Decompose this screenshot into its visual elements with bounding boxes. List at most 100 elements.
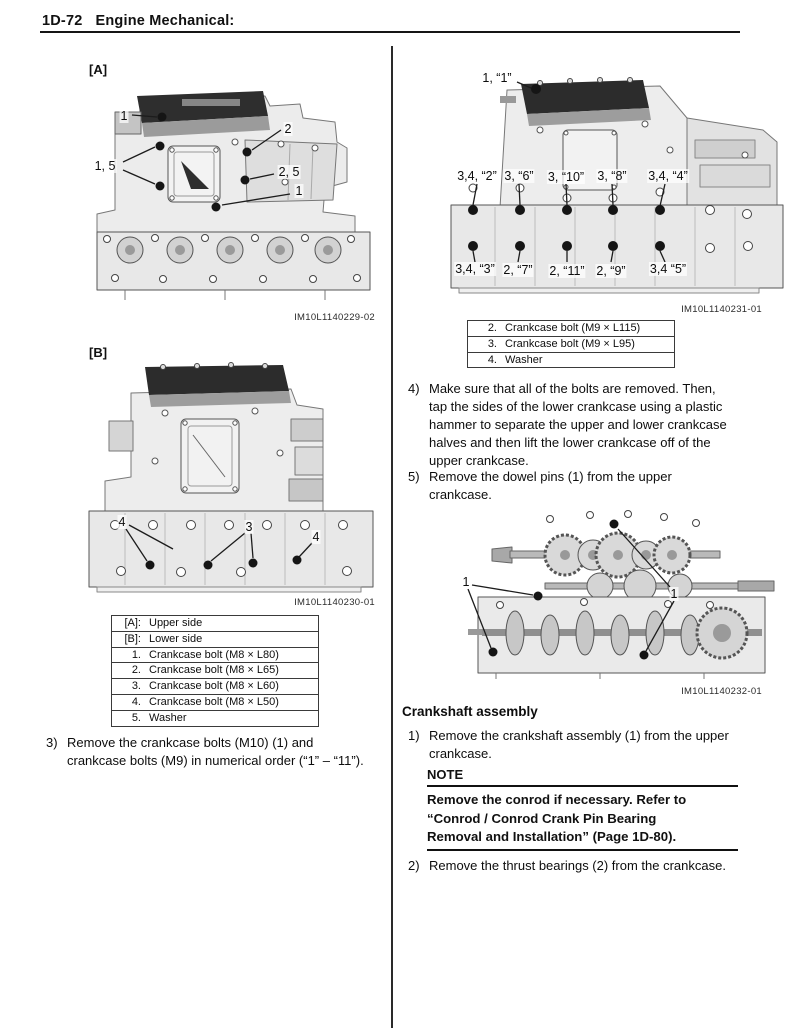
legend-key: [B]: [124, 632, 141, 645]
legend-key: 4. [131, 695, 141, 708]
legend-key: 4. [487, 353, 497, 366]
step-line: Make sure that all of the bolts are remo… [429, 381, 716, 396]
callout-label: 1, “1” [481, 71, 513, 85]
figure-a-tag: [A] [89, 62, 108, 77]
callout-leader-lines [122, 114, 291, 206]
figure-b: [B] [85, 343, 377, 615]
figure-a: [A] [85, 60, 377, 328]
step-line: hammer to separate the upper and lower c… [429, 417, 727, 432]
step-5: 5) Remove the dowel pins (1) from the up… [408, 468, 788, 504]
step-number: 5) [408, 469, 420, 484]
legend-value: Lower side [149, 632, 203, 645]
legend-value: Crankcase bolt (M8 × L65) [149, 664, 279, 677]
callout-label: 2, 5 [277, 165, 301, 179]
callout-label: 1 [294, 184, 304, 198]
header-rule [40, 31, 740, 33]
step-line: Remove the dowel pins (1) from the upper [429, 469, 672, 484]
callout-leader-lines [125, 524, 313, 562]
page-header: 1D-72 Engine Mechanical: [42, 13, 234, 29]
step-line: upper crankcase. [429, 453, 529, 468]
step-line: tap the sides of the lower crankcase usi… [429, 399, 723, 414]
section-heading: Crankshaft assembly [402, 704, 538, 719]
legend-table-m8: [A]: Upper side [B]: Lower side 1. Crankcas… [111, 615, 319, 727]
callout-label: 2, “11” [548, 264, 586, 278]
legend-row: 5. Washer [111, 709, 319, 727]
callout-label: 2, “7” [502, 263, 534, 277]
callout-label: 3,4, “4” [647, 169, 689, 183]
figure-crankshaft-image-id: IM10L1140232-01 [681, 686, 762, 697]
callout-label: 1 [461, 575, 471, 589]
legend-value: Crankcase bolt (M8 × L80) [149, 648, 279, 661]
step-line: Remove the crankshaft assembly (1) from … [429, 728, 729, 743]
callout-label: 1, 5 [93, 159, 117, 173]
step-3: 3) Remove the crankcase bolts (M10) (1) … [46, 734, 391, 770]
legend-key: 2. [487, 322, 497, 334]
step-line: Remove the thrust bearings (2) from the … [429, 858, 726, 873]
legend-value: Crankcase bolt (M9 × L115) [505, 322, 641, 334]
legend-key: [A]: [124, 617, 141, 629]
page-title: Engine Mechanical: [95, 13, 235, 29]
crankshaft-step-2: 2) Remove the thrust bearings (2) from t… [408, 857, 798, 875]
note-label: NOTE [427, 767, 464, 782]
step-line: Remove the crankcase bolts (M10) (1) and [67, 735, 314, 750]
figure-a-image-id: IM10L1140229-02 [294, 312, 375, 323]
note-body: Remove the conrod if necessary. Refer to… [427, 791, 747, 847]
page-number: 1D-72 [42, 13, 83, 29]
figure-b-tag: [B] [89, 345, 108, 360]
legend-row: 4. Washer [467, 351, 675, 369]
callout-label: 4 [311, 530, 321, 544]
callout-leader-lines [472, 81, 666, 263]
callout-label: 3 [244, 520, 254, 534]
step-line: crankcase. [429, 746, 492, 761]
callout-dots [145, 555, 302, 570]
engine-diagram-b [88, 362, 374, 593]
callout-label: 3,4, “3” [454, 262, 496, 276]
step-line: crankcase bolts (M9) in numerical order … [67, 753, 364, 768]
figure-crankshaft: 1 1 IM10L1140232-01 [450, 505, 790, 701]
note-rule-top [427, 785, 738, 787]
legend-row: [A]: Upper side [111, 615, 319, 632]
column-divider [391, 46, 393, 1028]
legend-row: 2. Crankcase bolt (M8 × L65) [111, 662, 319, 680]
engine-diagram-a [96, 91, 371, 300]
step-line: crankcase. [429, 487, 492, 502]
callout-label: 1 [119, 109, 129, 123]
legend-key: 3. [131, 680, 141, 693]
legend-row: 2. Crankcase bolt (M9 × L115) [467, 320, 675, 337]
legend-value: Crankcase bolt (M8 × L60) [149, 680, 279, 693]
callout-label: 3, “10” [546, 170, 586, 184]
callout-label: 1 [669, 587, 679, 601]
legend-row: 3. Crankcase bolt (M8 × L60) [111, 678, 319, 695]
callout-dots [155, 112, 252, 212]
step-number: 1) [408, 728, 420, 743]
callout-leader-lines [467, 528, 675, 652]
note-line: “Conrod / Conrod Crank Pin Bearing [427, 810, 657, 826]
callout-label: 3,4 “5” [648, 262, 688, 276]
legend-key: 1. [131, 648, 141, 661]
note-rule-bottom [427, 849, 738, 851]
callout-label: 4 [117, 515, 127, 529]
step-4: 4) Make sure that all of the bolts are r… [408, 380, 788, 470]
legend-table-m9: 2. Crankcase bolt (M9 × L115) 3.Crankcase… [467, 320, 675, 369]
legend-row: 3.Crankcase bolt (M9 × L95) [467, 335, 675, 353]
step-number: 3) [46, 735, 58, 750]
legend-value: Washer [149, 711, 187, 724]
legend-value: Washer [505, 353, 543, 366]
callout-label: 3, “6” [503, 169, 535, 183]
callout-dots [468, 84, 665, 251]
legend-row: 4. Crankcase bolt (M8 × L50) [111, 693, 319, 711]
legend-row: 1. Crankcase bolt (M8 × L80) [111, 646, 319, 664]
step-number: 4) [408, 381, 420, 396]
legend-key: 5. [131, 711, 141, 724]
callout-label: 3,4, “2” [456, 169, 498, 183]
callout-dots [488, 519, 649, 660]
note-line: Remove the conrod if necessary. Refer to [427, 792, 687, 807]
legend-value: Crankcase bolt (M8 × L50) [149, 695, 279, 708]
callout-label: 2 [283, 122, 293, 136]
legend-row: [B]: Lower side [111, 630, 319, 648]
legend-key: 2. [131, 664, 141, 677]
callout-label: 3, “8” [596, 169, 628, 183]
legend-value: Upper side [149, 617, 203, 629]
callout-label: 2, “9” [595, 264, 627, 278]
